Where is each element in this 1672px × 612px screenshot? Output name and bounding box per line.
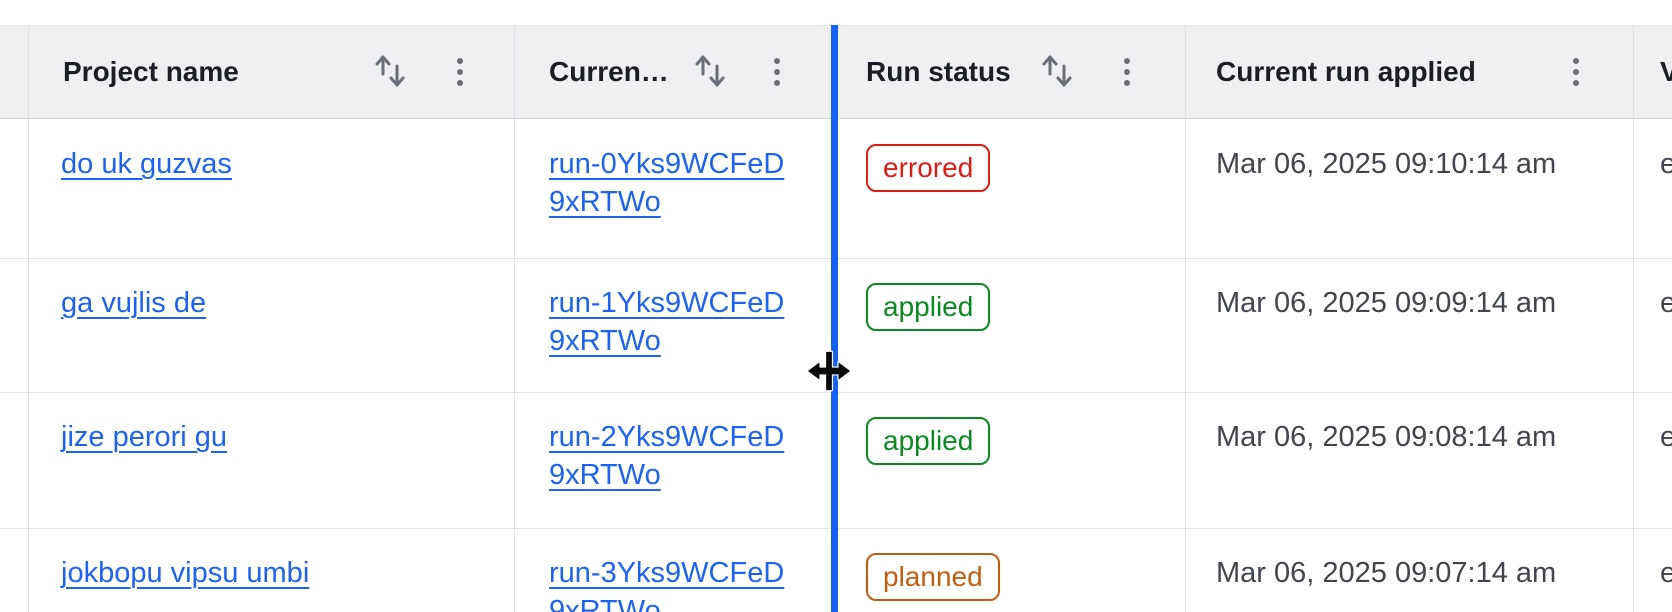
project-link[interactable]: jokbopu vipsu umbi [61,557,310,589]
run-link[interactable]: run-0Yks9WCFeD9xRTWo [549,148,785,218]
sort-arrows-icon[interactable] [1040,52,1074,95]
kebab-menu-icon[interactable] [1123,58,1131,91]
project-link[interactable]: ga vujlis de [61,287,207,319]
run-status-badge: planned [866,553,1000,601]
run-link[interactable]: run-1Yks9WCFeD9xRTWo [549,287,785,357]
current-run-applied-timestamp: Mar 06, 2025 09:08:14 am [1216,421,1557,453]
run-status-badge: applied [866,417,991,465]
column-border [1185,25,1186,612]
column-resize-indicator[interactable] [831,25,838,612]
sort-arrows-icon[interactable] [373,52,407,95]
column-header-run-status: Run status [866,56,1011,87]
column-header-clipped: V [1660,56,1672,87]
clipped-cell-text: e [1660,287,1672,319]
clipped-cell-text: e [1660,421,1672,453]
run-link[interactable]: run-2Yks9WCFeD9xRTWo [549,421,785,491]
run-link[interactable]: run-3Yks9WCFeD9xRTWo [549,557,785,612]
column-header-current-run-applied: Current run applied [1216,56,1476,87]
clipped-cell-text: e [1660,148,1672,180]
column-header-current-run: Curren… [549,56,669,87]
column-border [1633,25,1634,612]
kebab-menu-icon[interactable] [773,58,781,91]
project-link[interactable]: jize perori gu [61,421,228,453]
project-link[interactable]: do uk guzvas [61,148,232,180]
run-status-badge: errored [866,144,991,192]
current-run-applied-timestamp: Mar 06, 2025 09:10:14 am [1216,148,1557,180]
run-status-badge: applied [866,283,991,331]
column-border [28,25,29,612]
col-resize-cursor-icon [806,350,852,397]
current-run-applied-timestamp: Mar 06, 2025 09:07:14 am [1216,557,1557,589]
kebab-menu-icon[interactable] [1572,58,1580,91]
clipped-cell-text: e [1660,557,1672,589]
kebab-menu-icon[interactable] [456,58,464,91]
column-header-project-name: Project name [63,56,239,87]
sort-arrows-icon[interactable] [693,52,727,95]
current-run-applied-timestamp: Mar 06, 2025 09:09:14 am [1216,287,1557,319]
column-border [514,25,515,612]
